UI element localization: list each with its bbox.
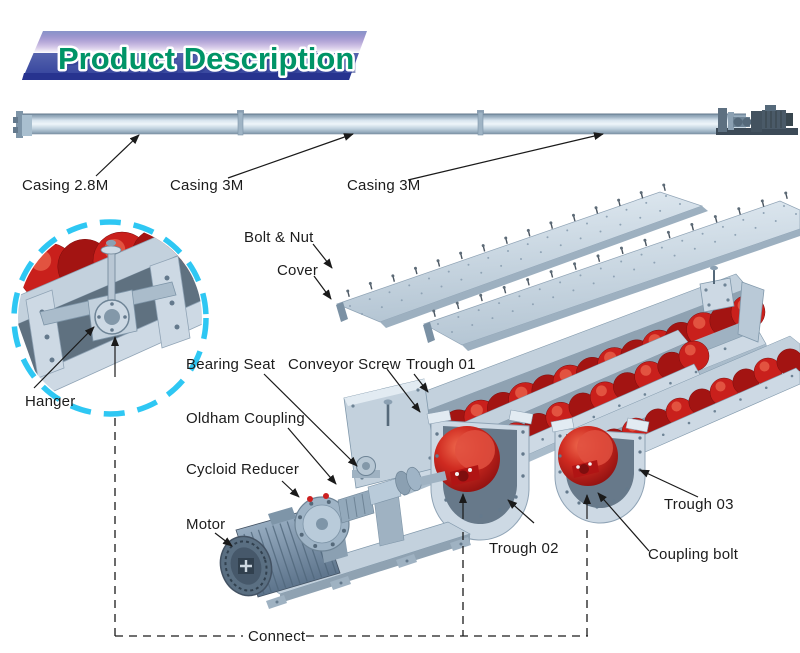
- cover-plate-2: [423, 200, 800, 346]
- label-trough-02: Trough 02: [489, 540, 559, 557]
- casing-tube: [20, 114, 746, 134]
- label-oldham-coupling: Oldham Coupling: [186, 410, 305, 427]
- cover2-bolt-holes: [437, 205, 797, 333]
- hanger-assembly: [39, 239, 177, 342]
- coupling-bolt-trough02: [450, 465, 480, 486]
- drive-assembly: [219, 466, 471, 609]
- banner-title-shadow: Product Description: [61, 45, 357, 80]
- trough03-u-end: [550, 417, 650, 524]
- trough-03: [550, 335, 800, 524]
- casing-joint-1: [237, 110, 244, 136]
- trough01-hanger-flange: [699, 265, 735, 313]
- label-bolt-nut: Bolt & Nut: [244, 229, 314, 246]
- label-bearing-seat: Bearing Seat: [186, 356, 276, 373]
- label-conveyor-screw: Conveyor Screw: [288, 356, 401, 373]
- trough03-rim-bolts: [558, 434, 642, 509]
- trough01-drive-box: [343, 378, 437, 489]
- label-casing-3m-a: Casing 3M: [170, 177, 244, 194]
- oldham-coupling-shaft: [337, 466, 447, 524]
- annotation-arrows: [33, 132, 699, 552]
- bolt-and-nut-row-2: [432, 191, 788, 318]
- label-casing-3m-b: Casing 3M: [347, 177, 421, 194]
- label-cycloid-reducer: Cycloid Reducer: [186, 461, 300, 478]
- trough01-end-plate: [737, 281, 765, 343]
- motor-unit: [219, 506, 341, 598]
- coupling-bolt-trough03: [572, 460, 599, 478]
- cover1-bolt-holes: [349, 195, 681, 315]
- bolt-and-nut-row-1: [346, 183, 666, 298]
- cover-plates: [336, 183, 800, 351]
- banner: Product Description Product Description: [22, 31, 367, 80]
- page-title: Product Description: [58, 41, 354, 76]
- label-motor: Motor: [186, 516, 226, 533]
- cycloid-reducer-unit: [294, 493, 350, 563]
- label-cover: Cover: [277, 262, 319, 279]
- casing-joint-2: [477, 110, 484, 136]
- detail-circle-border: [11, 219, 209, 417]
- casing-left-cap: [13, 111, 32, 138]
- connect-dashed-path: [114, 418, 588, 637]
- label-trough-03: Trough 03: [664, 496, 734, 513]
- casing-drive-unit: [716, 105, 798, 135]
- label-trough-01: Trough 01: [406, 356, 476, 373]
- casing-assembly: [13, 105, 798, 138]
- label-connect: Connect: [248, 628, 306, 645]
- trough02-u-end: [426, 409, 534, 541]
- hanger-detail-view: [11, 219, 209, 417]
- bearing-seat: [352, 456, 380, 478]
- label-coupling-bolt: Coupling bolt: [648, 546, 739, 563]
- label-hanger: Hanger: [25, 393, 76, 410]
- label-casing-28m: Casing 2.8M: [22, 177, 109, 194]
